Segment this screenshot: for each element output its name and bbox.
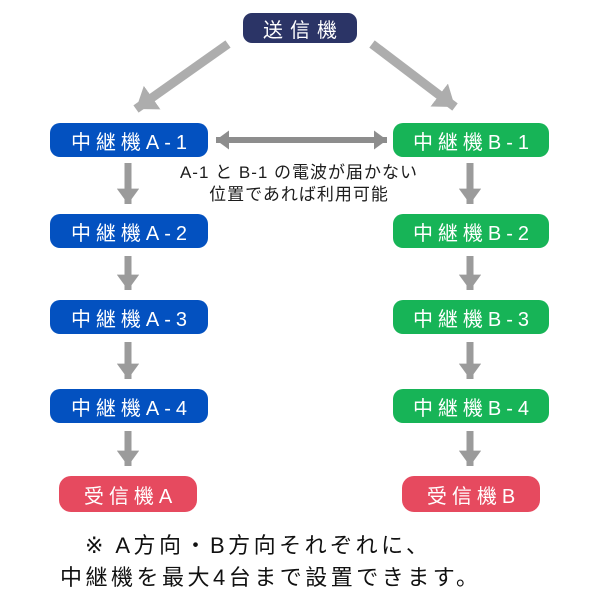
footnote-line-2: 中継機を最大4台まで設置できます。 xyxy=(60,565,482,590)
footnote: ※ A方向・B方向それぞれに、 中継機を最大4台まで設置できます。 xyxy=(60,530,482,594)
node-relay-a-4: 中継機A-4 xyxy=(50,389,208,423)
node-relay-a-1: 中継機A-1 xyxy=(50,123,208,157)
node-relay-b-1: 中継機B-1 xyxy=(393,123,549,157)
node-relay-b-3: 中継機B-3 xyxy=(393,300,549,334)
footnote-line-1: ※ A方向・B方向それぞれに、 xyxy=(85,533,432,558)
annotation-line-2: 位置であれば利用可能 xyxy=(209,185,389,204)
node-relay-b-2: 中継機B-2 xyxy=(393,214,549,248)
node-relay-a-3: 中継機A-3 xyxy=(50,300,208,334)
arrow-transmitter-to-b1 xyxy=(369,40,458,111)
node-relay-b-4: 中継機B-4 xyxy=(393,389,549,423)
annotation-line-1: A-1 と B-1 の電波が届かない xyxy=(179,163,419,182)
node-receiver-a: 受信機A xyxy=(59,476,197,512)
node-relay-a-2: 中継機A-2 xyxy=(50,214,208,248)
arrow-transmitter-to-a1 xyxy=(133,40,231,113)
node-receiver-b: 受信機B xyxy=(402,476,540,512)
node-transmitter: 送信機 xyxy=(243,13,357,43)
annotation: A-1 と B-1 の電波が届かない 位置であれば利用可能 xyxy=(180,162,418,206)
